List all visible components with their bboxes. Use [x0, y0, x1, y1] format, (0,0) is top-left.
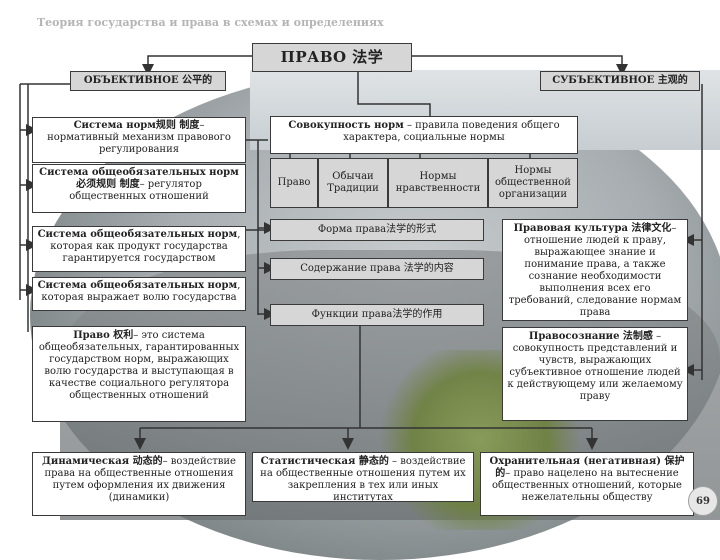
norm-type-customs: Обычаи Традиции — [318, 158, 388, 208]
dynamic-function: Динамическая 动态的– воздействие права на о… — [32, 452, 246, 516]
legal-awareness-text: – совокупность представлений и чувств, в… — [507, 331, 683, 402]
protective-function: Охранительная (негативная) 保护的– право на… — [480, 452, 694, 516]
law-definition-text: – это система общеобязательных, гарантир… — [38, 330, 240, 401]
law-definition-term: Право 权利 — [73, 330, 134, 341]
legal-awareness-term: Правосознание 法制感 — [528, 331, 653, 342]
definition-term: Система норм规则 制度 — [73, 120, 200, 131]
definition-term: Система общеобязательных норм 必须规则 制度 — [39, 167, 239, 190]
legal-awareness: Правосознание 法制感 – совокупность предста… — [502, 327, 688, 421]
law-definition: Право 权利– это система общеобязательных, … — [32, 326, 246, 422]
subjective-label: СУБЪЕКТИВНОЕ 主观的 — [540, 71, 700, 91]
dynamic-term: Динамическая 动态的 — [42, 456, 163, 467]
aspect-functions: Функции права法学的作用 — [270, 304, 484, 326]
definition-term: Система общеобязательных норм — [37, 229, 238, 240]
static-text: – воздействие на общественные отношения … — [260, 456, 466, 502]
definition-state-will: Система общеобязательных норм, которая в… — [32, 277, 246, 311]
book-header: Теория государства и права в схемах и оп… — [37, 16, 384, 29]
definition-mandatory-norms: Система общеобязательных норм 必须规则 制度– р… — [32, 164, 246, 213]
connector-lines — [19, 55, 703, 450]
static-function: Статистическая 静态的 – воздействие на обще… — [252, 452, 474, 502]
norm-type-morality: Нормы нравственности — [388, 158, 488, 208]
definition-text: – нормативный механизм правового регулир… — [47, 120, 231, 155]
protective-text: – право нацелено на вытеснение обществен… — [492, 468, 682, 503]
aspect-form: Форма права法学的形式 — [270, 219, 484, 241]
norm-type-law: Право — [270, 158, 318, 208]
aggregate-text: – правила поведения общего характера, со… — [343, 120, 560, 143]
definition-text: , которая выражает волю государства — [41, 280, 241, 303]
definition-text: – регулятор общественных отношений — [69, 179, 209, 202]
aggregate-term: Совокупность норм — [288, 120, 404, 131]
title-box: ПРАВО 法学 — [252, 43, 412, 72]
legal-culture-text: – отношение людей к праву, выражающее зн… — [508, 223, 682, 318]
page-number: 69 — [688, 486, 718, 516]
aggregate-of-norms: Совокупность норм – правила поведения об… — [270, 116, 578, 154]
definition-norm-system: Система норм规则 制度– нормативный механизм … — [32, 117, 246, 163]
definition-state-guaranteed: Система общеобязательных норм, которая к… — [32, 226, 246, 272]
definition-term: Система общеобязательных норм — [37, 280, 238, 291]
norm-type-organization: Нормы общественной организации — [488, 158, 578, 208]
legal-culture-term: Правовая культура 法律文化 — [513, 223, 672, 234]
protective-term: Охранительная (негативная) 保护的 — [489, 456, 685, 479]
aspect-content: Содержание права 法学的内容 — [270, 258, 484, 280]
dynamic-text: – воздействие права на общественные отно… — [44, 456, 236, 503]
objective-label: ОБЪЕКТИВНОЕ 公平的 — [70, 71, 226, 91]
legal-culture: Правовая культура 法律文化– отношение людей … — [502, 219, 688, 321]
definition-text: , которая как продукт государства гарант… — [50, 229, 241, 264]
static-term: Статистическая 静态的 — [260, 456, 389, 467]
